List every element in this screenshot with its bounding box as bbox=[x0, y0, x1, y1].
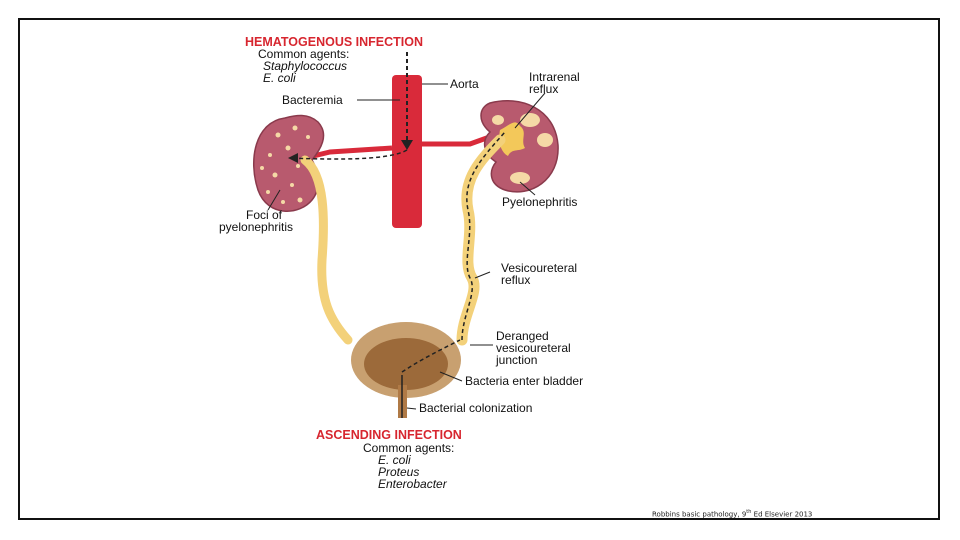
slide-frame bbox=[18, 18, 940, 520]
vesicoureteral-label-line1: Vesicoureteral bbox=[501, 261, 577, 275]
bacteremia-label: Bacteremia bbox=[282, 93, 343, 107]
deranged-label-line3: junction bbox=[495, 353, 537, 367]
agent-staphylococcus: Staphylococcus bbox=[263, 59, 347, 73]
source-credit: Robbins basic pathology, 9th Ed Elsevier… bbox=[652, 509, 812, 518]
bladder-inner bbox=[364, 338, 448, 390]
bacteria-enter-bladder-label: Bacteria enter bladder bbox=[465, 374, 583, 388]
ascending-common-agents: Common agents: bbox=[363, 441, 454, 455]
ascending-infection-title: ASCENDING INFECTION bbox=[316, 428, 462, 442]
right-kidney-pyelonephritis-areas bbox=[492, 113, 553, 184]
deranged-label-line1: Deranged bbox=[496, 329, 549, 343]
pyelonephritis-label: Pyelonephritis bbox=[502, 195, 577, 209]
foci-label-line2: pyelonephritis bbox=[219, 220, 293, 234]
foci-label-line1: Foci of bbox=[246, 208, 283, 222]
agent-e-coli-top: E. coli bbox=[263, 71, 296, 85]
hematogenous-infection-title: HEMATOGENOUS INFECTION bbox=[245, 35, 423, 49]
aorta-label: Aorta bbox=[450, 77, 479, 91]
credit-edition: Ed Elsevier 2013 bbox=[751, 510, 813, 519]
hematogenous-common-agents: Common agents: bbox=[258, 47, 349, 61]
right-renal-pelvis bbox=[499, 122, 525, 156]
credit-superscript: th bbox=[746, 509, 752, 515]
aorta-vessel bbox=[392, 75, 422, 228]
deranged-label-line2: vesicoureteral bbox=[496, 341, 571, 355]
arrowhead-down bbox=[401, 140, 413, 150]
agent-proteus: Proteus bbox=[378, 465, 419, 479]
left-kidney-foci bbox=[260, 125, 310, 204]
agent-enterobacter: Enterobacter bbox=[378, 477, 448, 491]
arrowhead-left bbox=[288, 153, 298, 163]
left-kidney bbox=[252, 114, 325, 212]
vesicoureteral-label-line2: reflux bbox=[501, 273, 530, 287]
left-ureter bbox=[300, 155, 353, 345]
bacteremia-to-kidney-arrow bbox=[289, 149, 408, 160]
reflux-path-arrow bbox=[461, 131, 506, 341]
bacterial-colonization-label: Bacterial colonization bbox=[419, 401, 532, 415]
leader-lines bbox=[267, 83, 546, 410]
credit-text: Robbins basic pathology, 9 bbox=[652, 510, 747, 519]
intrarenal-label-line1: Intrarenal bbox=[529, 70, 580, 84]
agent-e-coli-bottom: E. coli bbox=[378, 453, 411, 467]
intrarenal-label-line2: reflux bbox=[529, 82, 558, 96]
